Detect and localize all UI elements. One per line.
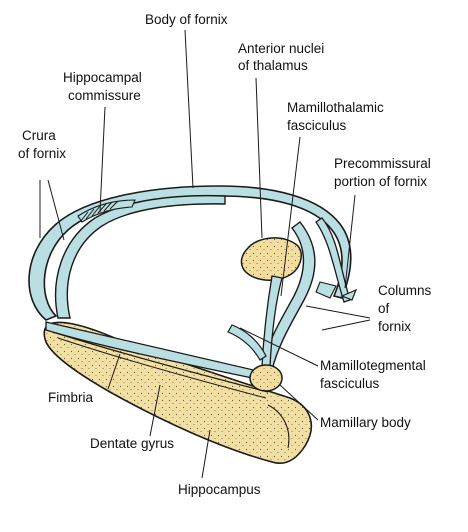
dentate-gyrus-shape bbox=[55, 332, 269, 399]
label-hippocampal-commissure-2: commissure bbox=[68, 88, 141, 103]
leader-fimbria bbox=[107, 353, 121, 390]
inner-crus bbox=[54, 194, 226, 319]
label-hippocampal-commissure-1: Hippocampal bbox=[63, 70, 142, 85]
leader-columns-1 bbox=[305, 305, 371, 319]
leader-precommissural bbox=[344, 194, 356, 289]
label-mamillotegmental-2: fasciculus bbox=[320, 376, 380, 391]
leader-mamillotegmental bbox=[239, 327, 319, 367]
label-hippocampus: Hippocampus bbox=[178, 482, 261, 497]
label-mamillotegmental-1: Mamillotegmental bbox=[320, 358, 426, 373]
label-fimbria: Fimbria bbox=[48, 390, 93, 405]
label-columns-2: of bbox=[378, 301, 390, 316]
leader-mamillary-body bbox=[279, 384, 319, 421]
label-crura-2: of fornix bbox=[18, 146, 66, 161]
leader-body-of-fornix bbox=[184, 29, 194, 189]
anterior-nuclei-shape bbox=[240, 237, 302, 282]
leader-dentate-gyrus bbox=[149, 384, 161, 437]
label-precommissural-2: portion of fornix bbox=[334, 174, 427, 189]
mamillotegmental-shape bbox=[227, 324, 267, 361]
label-columns-1: Columns bbox=[378, 283, 432, 298]
hippocampal-commissure-shape bbox=[77, 199, 136, 223]
label-anterior-nuclei-1: Anterior nuclei bbox=[238, 41, 324, 56]
label-columns-3: fornix bbox=[378, 319, 411, 334]
label-anterior-nuclei-2: of thalamus bbox=[238, 58, 308, 73]
precommissural-fornix-shape bbox=[315, 217, 358, 303]
label-mamillothalamic-2: fasciculus bbox=[287, 118, 347, 133]
leader-hippocampal-commissure bbox=[99, 106, 106, 213]
label-dentate-gyrus: Dentate gyrus bbox=[90, 436, 174, 451]
leader-anterior-nuclei bbox=[255, 77, 263, 239]
leader-lines bbox=[39, 29, 371, 479]
mamillary-body-shape bbox=[249, 364, 283, 392]
label-precommissural-1: Precommissural bbox=[334, 156, 431, 171]
label-body-of-fornix: Body of fornix bbox=[145, 12, 228, 27]
label-mamillary-body: Mamillary body bbox=[320, 415, 411, 430]
leader-crura-2 bbox=[47, 179, 65, 241]
leader-mamillothalamic bbox=[280, 136, 301, 297]
leader-columns-2 bbox=[321, 319, 371, 331]
labels: Body of fornix Anterior nuclei of thalam… bbox=[18, 12, 432, 497]
leader-hippocampus bbox=[201, 429, 211, 479]
label-crura-1: Crura bbox=[22, 128, 56, 143]
label-mamillothalamic-1: Mamillothalamic bbox=[287, 100, 384, 115]
